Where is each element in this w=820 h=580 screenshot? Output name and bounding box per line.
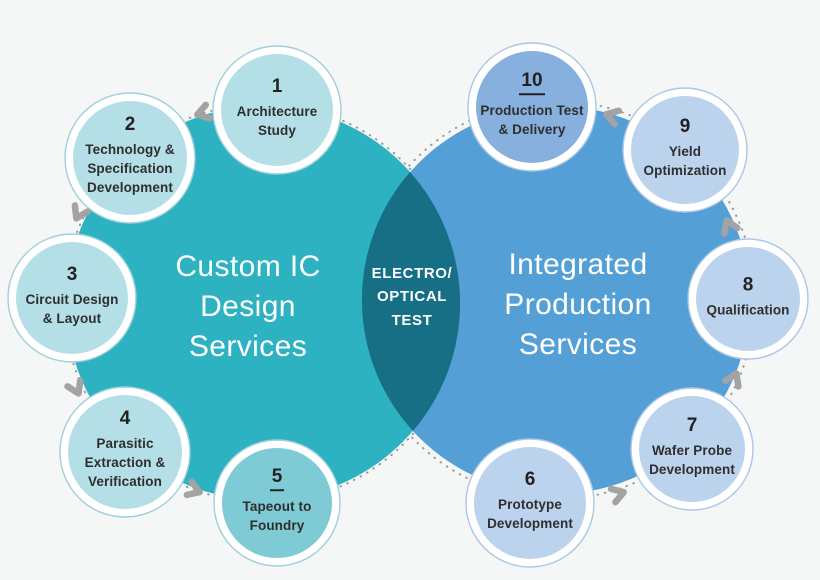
step-7-wafer-probe-development: 7 Wafer Probe Development [622, 416, 762, 480]
step-9-yield-optimization: 9 Yield Optimization [615, 117, 755, 181]
step-label: Parasitic Extraction & Verification [84, 436, 166, 489]
step-number: 9 [679, 115, 691, 137]
chevron-arrow-icon [183, 478, 203, 499]
overlap-label: ELECTRO/ OPTICAL TEST [371, 265, 453, 329]
step-6-prototype-development: 6 Prototype Development [460, 470, 600, 534]
step-1-architecture-study: 1 Architecture Study [207, 77, 347, 141]
step-label: Production Test & Delivery [480, 103, 584, 138]
step-circle-7 [639, 396, 745, 502]
step-label: Technology & Specification Development [85, 142, 175, 195]
step-4-parasitic-extraction: 4 Parasitic Extraction & Verification [55, 409, 195, 492]
step-circle-2 [73, 101, 187, 215]
step-number: 3 [66, 263, 78, 285]
step-label: Tapeout to Foundry [242, 499, 312, 534]
step-number: 1 [271, 75, 283, 97]
step-label: Circuit Design & Layout [25, 291, 119, 326]
step-label: Yield Optimization [643, 143, 727, 178]
chevron-arrow-icon [607, 485, 627, 506]
step-number: 7 [686, 414, 698, 436]
step-2-technology-specification: 2 Technology & Specification Development [60, 115, 200, 198]
right-circle-title: Integrated Production Services [504, 248, 652, 361]
step-label: Prototype Development [487, 496, 573, 531]
step-circle-4 [68, 395, 182, 509]
step-label: Wafer Probe Development [649, 442, 735, 477]
chevron-arrow-icon [722, 370, 742, 390]
step-number: 4 [119, 408, 131, 430]
chevron-arrow-icon [194, 101, 214, 122]
chevron-arrow-icon [64, 377, 84, 397]
step-circle-8 [696, 247, 800, 351]
step-circle-6 [474, 447, 586, 559]
step-10-production-test-delivery: 10 Production Test & Delivery [462, 71, 602, 140]
step-circle-5 [222, 448, 332, 558]
chevron-arrow-icon [603, 107, 623, 128]
step-8-qualification: 8 Qualification [678, 276, 818, 321]
chevron-arrow-icon [721, 217, 741, 237]
step-circles [7, 42, 809, 568]
chevron-arrow-icon [71, 202, 91, 222]
step-number: 5 [269, 467, 285, 492]
left-circle-title: Custom IC Design Services [175, 250, 321, 363]
step-5-tapeout-to-foundry: 5 Tapeout to Foundry [207, 467, 347, 536]
step-3-circuit-design-layout: 3 Circuit Design & Layout [2, 265, 142, 329]
step-label: Qualification [706, 302, 790, 318]
step-circle-9 [631, 96, 739, 204]
step-label: Architecture Study [236, 103, 318, 138]
step-circle-3 [16, 242, 128, 354]
step-number: 2 [124, 114, 136, 136]
step-number: 8 [742, 274, 754, 296]
step-number: 10 [519, 71, 545, 96]
step-circle-1 [221, 54, 333, 166]
flow-arrows [64, 101, 742, 506]
overlap-lens [361, 172, 461, 431]
step-number: 6 [524, 468, 536, 490]
step-circle-10 [476, 51, 588, 163]
